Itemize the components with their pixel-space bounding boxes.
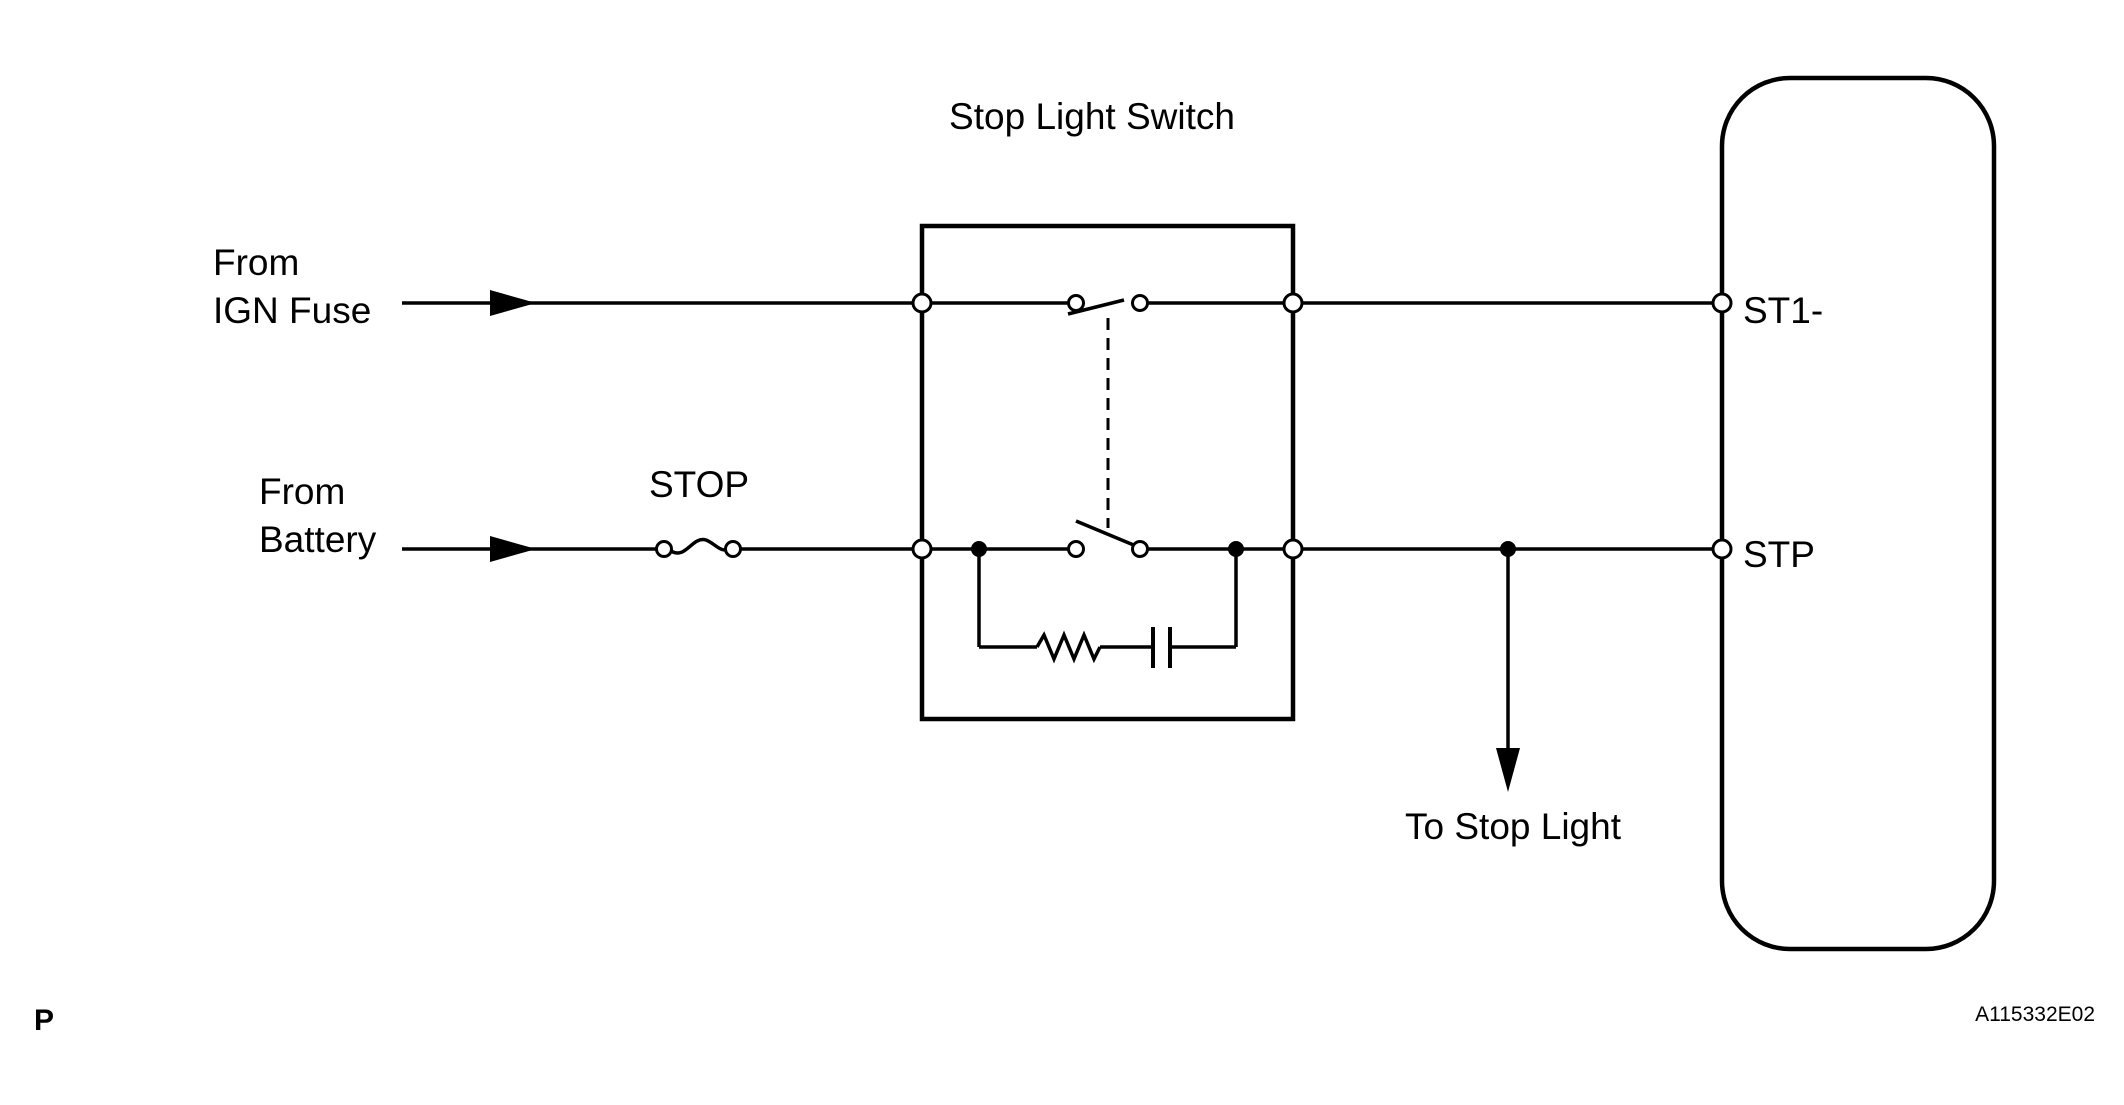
top-switch-contact-left: [1067, 294, 1085, 312]
terminal-bottom-right: [1282, 538, 1304, 560]
junction-right: [1228, 541, 1244, 557]
bottom-switch-contact-right: [1131, 540, 1149, 558]
resistor-icon: [1035, 630, 1102, 664]
switch-title: Stop Light Switch: [949, 96, 1235, 137]
junction-stop-light: [1500, 541, 1516, 557]
ign-label-line1: From: [213, 242, 299, 283]
corner-code: P: [34, 1004, 54, 1037]
fuse-label: STOP: [649, 464, 749, 505]
to-stop-light-label: To Stop Light: [1405, 806, 1622, 847]
battery-label-line1: From: [259, 471, 345, 512]
fuse-icon: [670, 537, 731, 555]
stop-light-arrow: [1496, 748, 1520, 792]
terminal-label-st1: ST1-: [1743, 290, 1823, 331]
switch-box: [919, 223, 1296, 722]
terminal-bottom-left: [911, 538, 933, 560]
battery-arrow: [490, 536, 536, 562]
top-switch-contact-right: [1131, 294, 1149, 312]
bottom-switch-blade: [1075, 519, 1137, 548]
fuse-terminal-right: [724, 540, 742, 558]
battery-label-line2: Battery: [259, 519, 377, 560]
terminal-top-left: [911, 292, 933, 314]
junction-left: [971, 541, 987, 557]
ecu-terminal-st1: [1711, 292, 1733, 314]
ign-label-line2: IGN Fuse: [213, 290, 371, 331]
bottom-switch-contact-left: [1067, 540, 1085, 558]
terminal-top-right: [1282, 292, 1304, 314]
figure-id: A115332E02: [1975, 1003, 2095, 1026]
ign-arrow: [490, 290, 536, 316]
ecu-block: [1719, 75, 1997, 952]
terminal-label-stp: STP: [1743, 534, 1815, 575]
fuse-terminal-left: [655, 540, 673, 558]
ecu-terminal-stp: [1711, 538, 1733, 560]
